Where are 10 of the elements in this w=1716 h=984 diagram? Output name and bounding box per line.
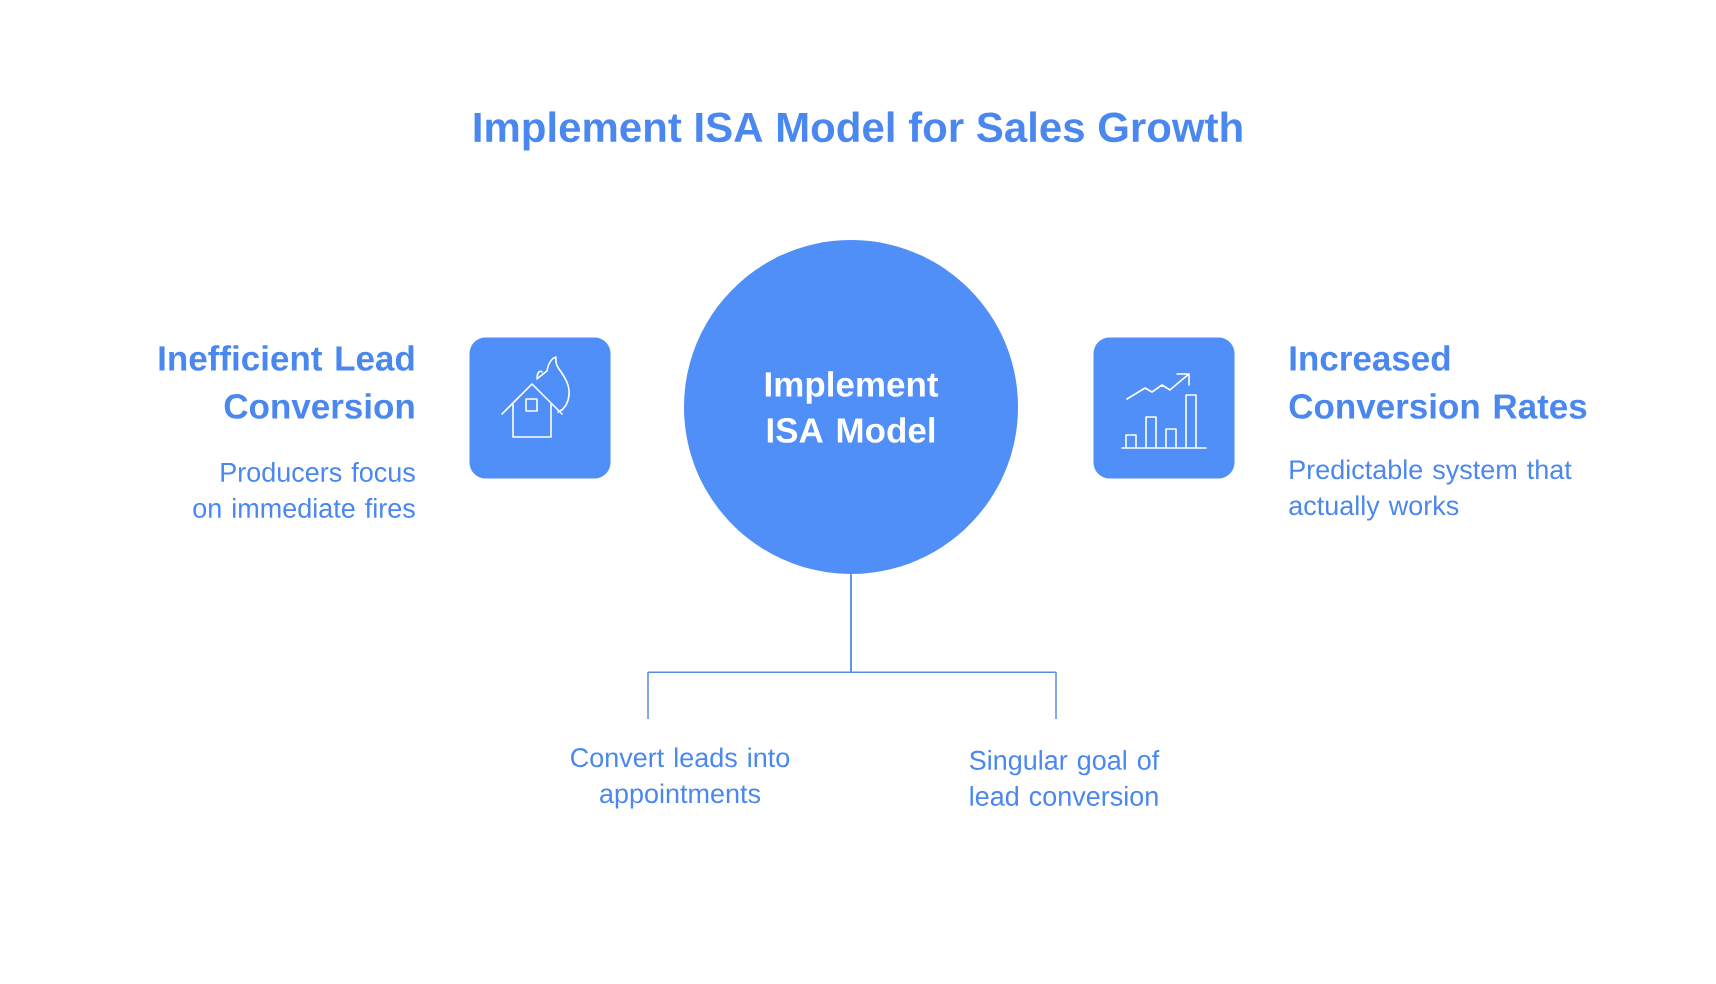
connector-line: [850, 573, 1057, 720]
side-heading: Increased Conversion Rates: [1289, 345, 1587, 419]
branch-text: Singular goal of lead conversion: [969, 750, 1160, 806]
side-description: Predictable system that actually works: [1289, 459, 1572, 521]
side-description: Producers focus on immediate fires: [193, 462, 415, 518]
icon-tile: [1093, 337, 1235, 479]
branch-text: Convert leads into appointments: [571, 747, 790, 809]
icon-tile: [469, 337, 611, 479]
side-heading: Inefficient Lead Conversion: [159, 345, 414, 419]
title: Implement ISA Model for Sales Growth: [474, 111, 1242, 151]
